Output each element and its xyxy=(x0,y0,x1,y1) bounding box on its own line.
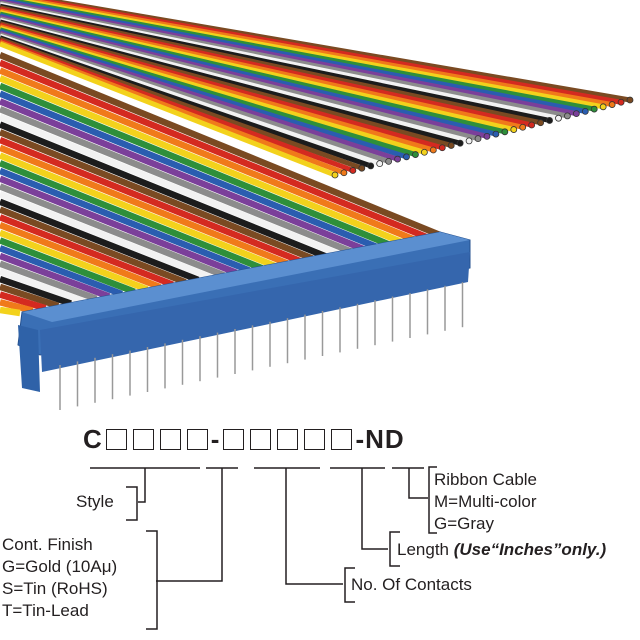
wire xyxy=(0,276,72,307)
wire xyxy=(0,214,174,288)
ribbon-gray: G=Gray xyxy=(434,514,494,533)
ribbon-multicolor: M=Multi-color xyxy=(434,492,537,511)
wire-end xyxy=(465,137,473,145)
separator: - xyxy=(210,424,221,454)
finish-tin-lead: T=Tin-Lead xyxy=(2,601,89,620)
digit-box xyxy=(250,429,272,450)
length-text: Length xyxy=(397,540,449,559)
wire-end xyxy=(385,157,393,165)
connector-end xyxy=(18,325,40,392)
length-label: Length (Use“Inches”only.) xyxy=(397,539,606,560)
part-suffix: ND xyxy=(365,424,405,454)
style-label: Style xyxy=(76,492,114,511)
length-note: (Use“Inches”only.) xyxy=(453,540,607,559)
wire-end xyxy=(456,139,464,147)
wire xyxy=(0,268,85,305)
wire-end xyxy=(376,160,384,168)
separator: - xyxy=(355,424,366,454)
wire-end xyxy=(340,169,348,177)
digit-box xyxy=(304,429,326,450)
wire xyxy=(0,82,391,248)
wire xyxy=(0,198,200,283)
wire-end xyxy=(546,117,553,124)
wire-end xyxy=(447,142,455,149)
wire-end xyxy=(438,144,446,152)
wire xyxy=(0,283,60,309)
contacts-label: No. Of Contacts xyxy=(351,575,472,594)
wire-end xyxy=(367,162,375,170)
wire xyxy=(0,160,264,272)
wire-end xyxy=(555,114,562,122)
wire xyxy=(0,98,365,253)
wire-end xyxy=(519,123,527,131)
wire xyxy=(0,206,187,286)
wire-end xyxy=(394,155,401,163)
wire xyxy=(0,152,276,269)
wire-end xyxy=(617,98,625,106)
digit-box xyxy=(105,429,127,450)
part-prefix: C xyxy=(83,424,103,454)
wire-end xyxy=(626,96,634,104)
wire xyxy=(0,51,442,239)
finish-tin: S=Tin (RoHS) xyxy=(2,579,108,598)
wire-end xyxy=(483,132,491,140)
wire-end xyxy=(420,148,428,156)
ribbon-label: Ribbon Cable xyxy=(434,470,538,489)
wire-end xyxy=(474,135,482,143)
wire xyxy=(0,144,289,267)
digit-box xyxy=(132,429,154,450)
wire xyxy=(0,237,136,295)
wire xyxy=(0,113,340,257)
wire-end xyxy=(537,119,545,127)
connector-top xyxy=(22,232,470,322)
wire xyxy=(0,106,353,255)
wire xyxy=(0,183,225,279)
wire xyxy=(0,260,98,302)
digit-box xyxy=(186,429,208,450)
wire xyxy=(0,41,336,178)
wire-end xyxy=(492,130,500,138)
wire xyxy=(0,67,416,243)
wire-end xyxy=(349,167,357,174)
digit-box xyxy=(331,429,353,450)
digit-box xyxy=(223,429,245,450)
wire xyxy=(0,291,47,312)
wire xyxy=(0,90,378,250)
wire-end xyxy=(528,121,536,129)
wire xyxy=(0,306,21,317)
wire-end xyxy=(581,107,589,115)
wire xyxy=(0,221,162,291)
wire xyxy=(0,129,314,262)
connector-lower xyxy=(40,252,470,372)
wire-end xyxy=(403,153,410,161)
wire-end xyxy=(599,103,607,111)
wire xyxy=(0,245,123,298)
wire xyxy=(0,167,251,274)
finish-gold: G=Gold (10Aμ) xyxy=(2,557,118,576)
wire-end xyxy=(501,128,509,136)
wire-end xyxy=(412,151,419,158)
wire-end xyxy=(510,126,518,133)
wire-end xyxy=(429,146,437,154)
wire xyxy=(0,252,111,300)
wire-end xyxy=(331,171,339,179)
wire xyxy=(0,175,238,276)
wire-end xyxy=(564,112,571,120)
wire xyxy=(0,59,429,241)
wire xyxy=(0,229,149,293)
digit-box xyxy=(159,429,181,450)
part-number-template: C--ND xyxy=(83,424,405,455)
ribbon-cable-assembly-illustration xyxy=(0,0,634,410)
wire-end xyxy=(608,101,616,108)
wire-end xyxy=(572,110,580,118)
wire xyxy=(0,75,404,246)
wire xyxy=(0,299,34,314)
digit-box xyxy=(277,429,299,450)
wire-end xyxy=(358,164,366,172)
wire xyxy=(0,121,327,260)
wire xyxy=(0,136,302,265)
wire-end xyxy=(590,105,598,113)
wire xyxy=(0,191,213,281)
finish-label: Cont. Finish xyxy=(2,535,93,554)
